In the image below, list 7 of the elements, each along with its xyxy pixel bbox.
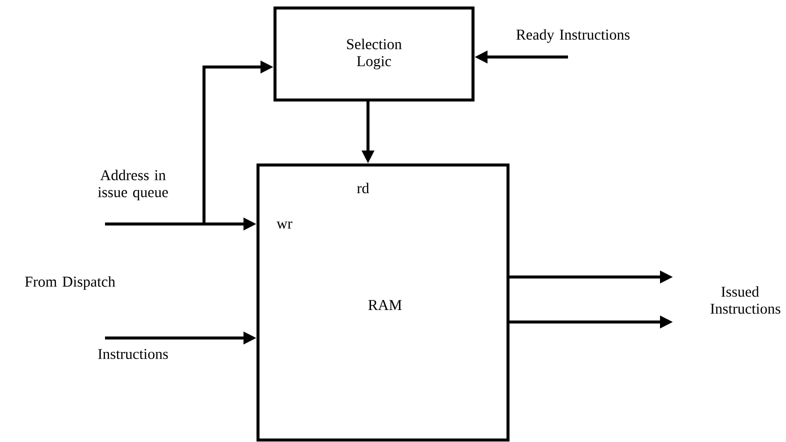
signal-label: Ready Instructions [516,29,630,43]
signal-label: From Dispatch [25,276,116,290]
signal-label: Instructions [98,348,168,360]
signal-label: Address in issue queue [98,170,168,200]
signal-label: Issued Instructions [710,286,780,314]
selection-logic-box: Selection Logic [274,6,474,102]
ram-block: rd wr RAM [256,164,510,442]
